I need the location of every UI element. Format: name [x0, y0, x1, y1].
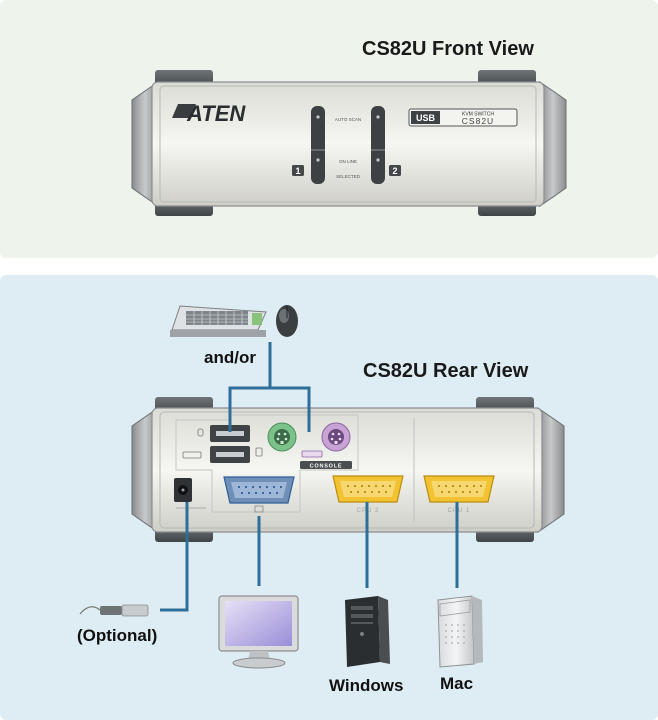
model-badge: USB KVM SWITCH CS82U	[408, 108, 518, 127]
kvm-rear-device: CONSOLE CPU 2	[131, 397, 565, 542]
console-label: CONSOLE	[310, 464, 343, 470]
kvm-front-device: ATEN AUTO SCAN ON LINE SELECTED 1 2 USB …	[131, 70, 567, 216]
mac-tower	[437, 595, 483, 668]
front-view-title: CS82U Front View	[362, 38, 534, 60]
rear-view-title: CS82U Rear View	[363, 360, 529, 382]
svg-text:ATEN: ATEN	[186, 101, 246, 126]
keyboard	[170, 305, 267, 337]
online-label: ON LINE	[339, 159, 357, 164]
monitor	[218, 595, 299, 669]
svg-text:1: 1	[295, 166, 300, 176]
selected-label: SELECTED	[336, 174, 361, 179]
port-1-badge	[292, 165, 304, 176]
console-label-box	[300, 461, 352, 469]
keyboard-icon	[255, 447, 263, 457]
power-jack[interactable]	[174, 478, 192, 502]
power-adapter-plug	[79, 604, 149, 617]
console-vga-port[interactable]	[223, 476, 295, 504]
monitor-icon	[254, 505, 264, 513]
svg-text:USB: USB	[416, 113, 436, 123]
svg-text:2: 2	[392, 166, 397, 176]
svg-text:CS82U: CS82U	[462, 116, 494, 126]
usb-icon	[182, 428, 204, 459]
usb-ports[interactable]	[210, 425, 250, 463]
optional-label: (Optional)	[77, 626, 158, 645]
power-cable	[160, 502, 189, 612]
and-or-label: and/or	[204, 348, 256, 367]
mac-label: Mac	[440, 674, 474, 693]
online-led	[376, 158, 380, 162]
online-led	[316, 158, 320, 162]
auto-scan-led	[376, 115, 380, 119]
aten-logo: ATEN	[172, 101, 246, 126]
auto-scan-label: AUTO SCAN	[335, 117, 361, 122]
port-1-button[interactable]	[311, 106, 325, 184]
windows-label: Windows	[329, 676, 404, 695]
cpu1-label: CPU 1	[448, 508, 471, 514]
ps2-mouse-port[interactable]	[321, 422, 351, 452]
svg-text:KVM SWITCH: KVM SWITCH	[462, 112, 494, 118]
auto-scan-led	[316, 115, 320, 119]
peripheral-cable-split	[228, 386, 311, 432]
port-2-badge	[389, 165, 401, 176]
cables	[160, 342, 459, 612]
mouse	[276, 305, 298, 337]
windows-tower	[345, 596, 390, 667]
ps2-keyboard-small-icon	[301, 450, 323, 458]
ps2-keyboard-port[interactable]	[267, 422, 297, 452]
cpu1-vga-port[interactable]	[423, 475, 495, 503]
cpu2-vga-port[interactable]	[332, 475, 404, 503]
port-2-button[interactable]	[371, 106, 385, 184]
